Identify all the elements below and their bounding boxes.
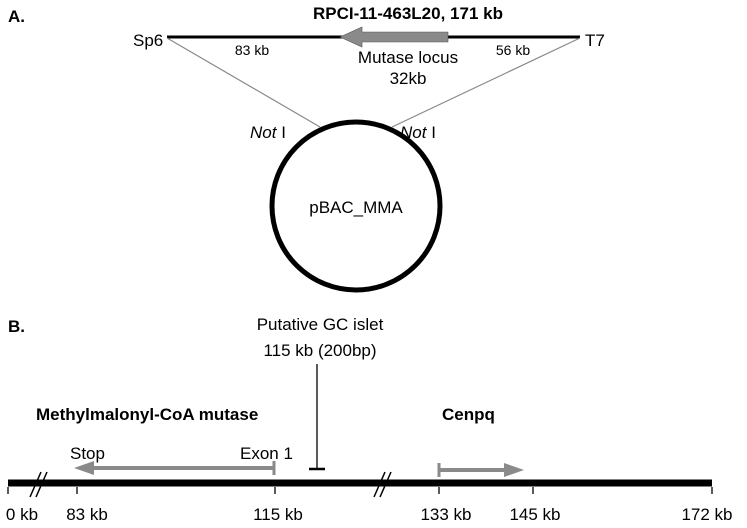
mutase-locus-size: 32kb	[390, 69, 427, 88]
tick-label-0kb: 0 kb	[6, 505, 38, 524]
bac-title: RPCI-11-463L20, 171 kb	[313, 4, 503, 23]
left-connector-line	[166, 37, 321, 128]
stop-label: Stop	[70, 444, 105, 463]
mutase-locus-arrow	[339, 26, 449, 48]
panel-b-label: B.	[8, 317, 25, 336]
mutase-locus-label: Mutase locus	[358, 48, 458, 67]
gene-mutase-label: Methylmalonyl-CoA mutase	[36, 405, 258, 424]
tick-label-133kb: 133 kb	[420, 505, 471, 524]
tick-label-115kb: 115 kb	[253, 505, 303, 524]
plasmid-label: pBAC_MMA	[309, 198, 403, 217]
axis-break-middle	[373, 471, 392, 498]
exon1-label: Exon 1	[240, 444, 293, 463]
axis-ticks	[7, 487, 713, 494]
t7-end-label: T7	[585, 31, 605, 50]
axis-break-left	[29, 471, 48, 498]
tick-label-172kb: 172 kb	[681, 505, 732, 524]
cenpq-gene-arrowhead	[504, 463, 524, 477]
gc-islet-label: Putative GC islet	[257, 315, 384, 334]
plasmid-circle	[269, 119, 443, 293]
right-segment-label: 56 kb	[496, 42, 530, 58]
gc-islet-position: 115 kb (200bp)	[263, 341, 376, 360]
right-connector-line	[391, 37, 581, 128]
mutase-gene-arrowhead	[74, 461, 94, 475]
tick-label-83kb: 83 kb	[66, 505, 108, 524]
tick-label-145kb: 145 kb	[509, 505, 560, 524]
panel-a-label: A.	[8, 7, 25, 26]
left-segment-label: 83 kb	[235, 42, 269, 58]
noti-site-left: Not I	[250, 123, 286, 142]
gene-cenpq-label: Cenpq	[442, 405, 495, 424]
sp6-end-label: Sp6	[133, 31, 163, 50]
